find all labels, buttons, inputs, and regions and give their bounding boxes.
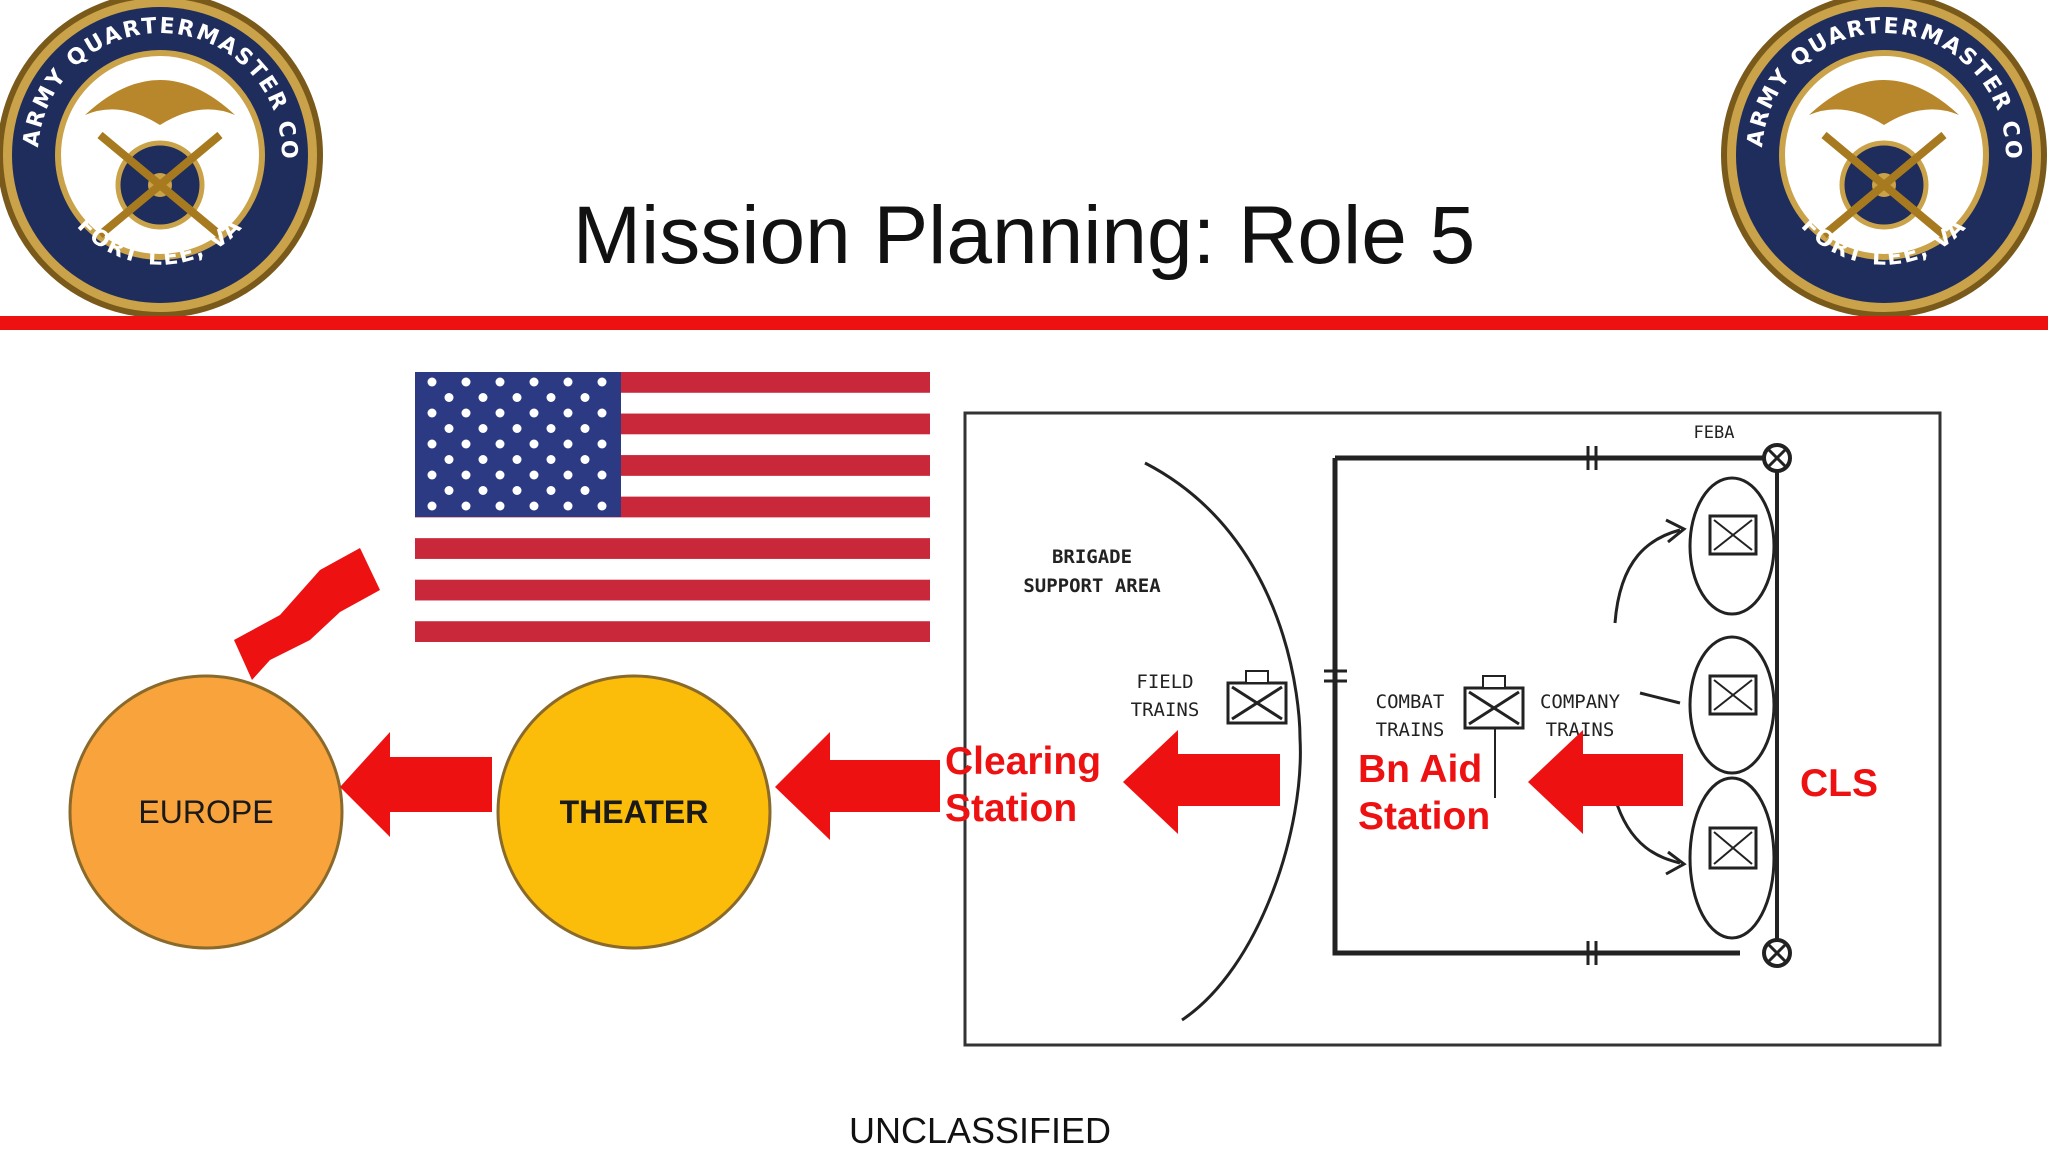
arrow-bnaid-to-clearing — [1123, 730, 1280, 834]
feba-end-marker-bottom — [1762, 938, 1792, 968]
classification-footer: UNCLASSIFIED — [848, 1110, 1112, 1151]
field-trains-label-2: TRAINS — [1131, 699, 1200, 721]
bn-aid-station-line-2: Station — [1358, 795, 1491, 838]
brigade-support-label-1: BRIGADE — [1052, 546, 1132, 568]
cls-label: CLS — [1800, 762, 1878, 805]
field-trains-label-1: FIELD — [1136, 671, 1193, 693]
clearing-station-label: Clearing Station — [945, 738, 1145, 832]
europe-circle — [68, 674, 344, 950]
us-flag-image — [415, 372, 930, 642]
arrow-cls-to-bnaid — [1528, 730, 1683, 834]
company-trains-label-1: COMPANY — [1540, 691, 1621, 713]
arrow-clearing-to-theater — [775, 732, 940, 840]
feba-end-marker-top — [1762, 443, 1792, 473]
slide-title: Mission Planning: Role 5 — [572, 190, 1476, 281]
field-trains-symbol — [1226, 670, 1288, 725]
bn-aid-station-label: Bn Aid Station — [1358, 746, 1558, 840]
company-unit-top — [1688, 476, 1776, 616]
arrow-theater-to-europe — [340, 732, 492, 837]
company-unit-bottom — [1688, 776, 1776, 940]
quartermaster-corps-seal-right: U.S. ARMY QUARTERMASTER CORPS FORT LEE, … — [1714, 0, 2047, 318]
company-trains-label-2: TRAINS — [1546, 719, 1615, 741]
bn-aid-station-line-1: Bn Aid — [1358, 748, 1483, 791]
feba-label: FEBA — [1694, 423, 1735, 443]
company-unit-middle — [1688, 635, 1776, 775]
title-divider — [0, 316, 2048, 330]
theater-circle — [496, 674, 772, 950]
clearing-station-line-1: Clearing — [945, 740, 1102, 783]
combat-trains-symbol — [1463, 675, 1525, 798]
combat-trains-label-1: COMBAT — [1376, 691, 1445, 713]
brigade-support-label-2: SUPPORT AREA — [1023, 575, 1161, 597]
combat-trains-label-2: TRAINS — [1376, 719, 1445, 741]
quartermaster-corps-seal-left: U.S. ARMY QUARTERMASTER CORPS FORT LEE, … — [0, 0, 323, 318]
arrow-europe-to-usa — [234, 548, 380, 680]
theater-label: THEATER — [559, 794, 709, 830]
clearing-station-line-2: Station — [945, 787, 1078, 830]
europe-label: EUROPE — [138, 794, 274, 830]
battalion-support-diagram: BRIGADE SUPPORT AREA FIELD TRAINS FEBA C… — [963, 411, 1942, 1047]
